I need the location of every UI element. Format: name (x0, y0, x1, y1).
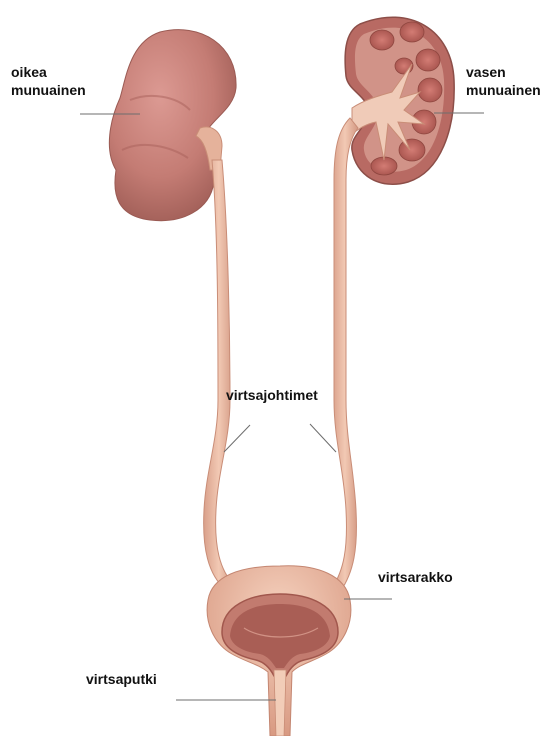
leader-line-ureter-right (310, 424, 336, 452)
label-left-kidney: vasen munuainen (466, 63, 541, 99)
right-ureter (204, 160, 234, 590)
urethra (274, 670, 286, 736)
left-ureter (332, 118, 358, 592)
label-urethra: virtsaputki (86, 670, 157, 688)
label-right-kidney-line2: munuainen (11, 81, 86, 99)
label-left-kidney-line2: munuainen (466, 81, 541, 99)
left-kidney (345, 17, 454, 184)
label-left-kidney-line1: vasen (466, 63, 541, 81)
label-right-kidney-line1: oikea (11, 63, 86, 81)
label-bladder: virtsarakko (378, 568, 453, 586)
urinary-bladder (207, 566, 351, 736)
label-right-kidney: oikea munuainen (11, 63, 86, 99)
label-ureters: virtsajohtimet (226, 386, 318, 404)
